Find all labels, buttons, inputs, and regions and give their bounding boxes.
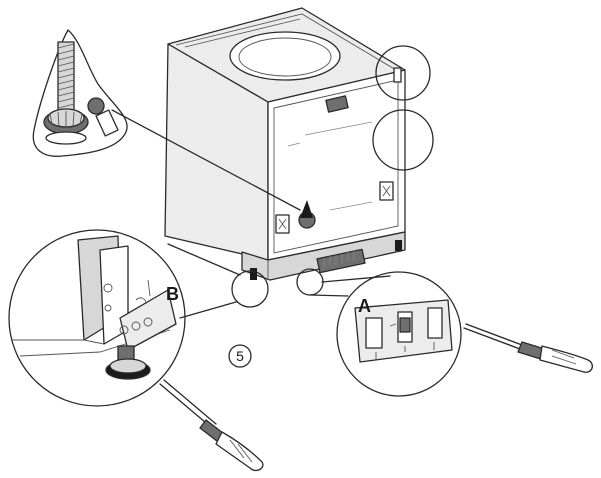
detail-magnifier-a — [336, 271, 462, 397]
callout-label-a: A — [358, 296, 371, 316]
detail-circle-foot-b — [231, 270, 269, 308]
screwdriver-icon — [463, 323, 594, 373]
callout-label-b: B — [166, 284, 179, 304]
screwdriver-icon — [159, 379, 264, 472]
detail-circle-plinth-a — [296, 268, 324, 296]
detail-magnifier-b — [8, 229, 186, 407]
dishwasher-icon — [164, 7, 406, 281]
step-number-badge: 5 — [228, 344, 252, 368]
step-number: 5 — [236, 348, 244, 364]
detail-circle-middle — [372, 109, 434, 171]
detail-circle-upper — [375, 45, 431, 101]
adjustable-foot-icon — [32, 29, 128, 157]
